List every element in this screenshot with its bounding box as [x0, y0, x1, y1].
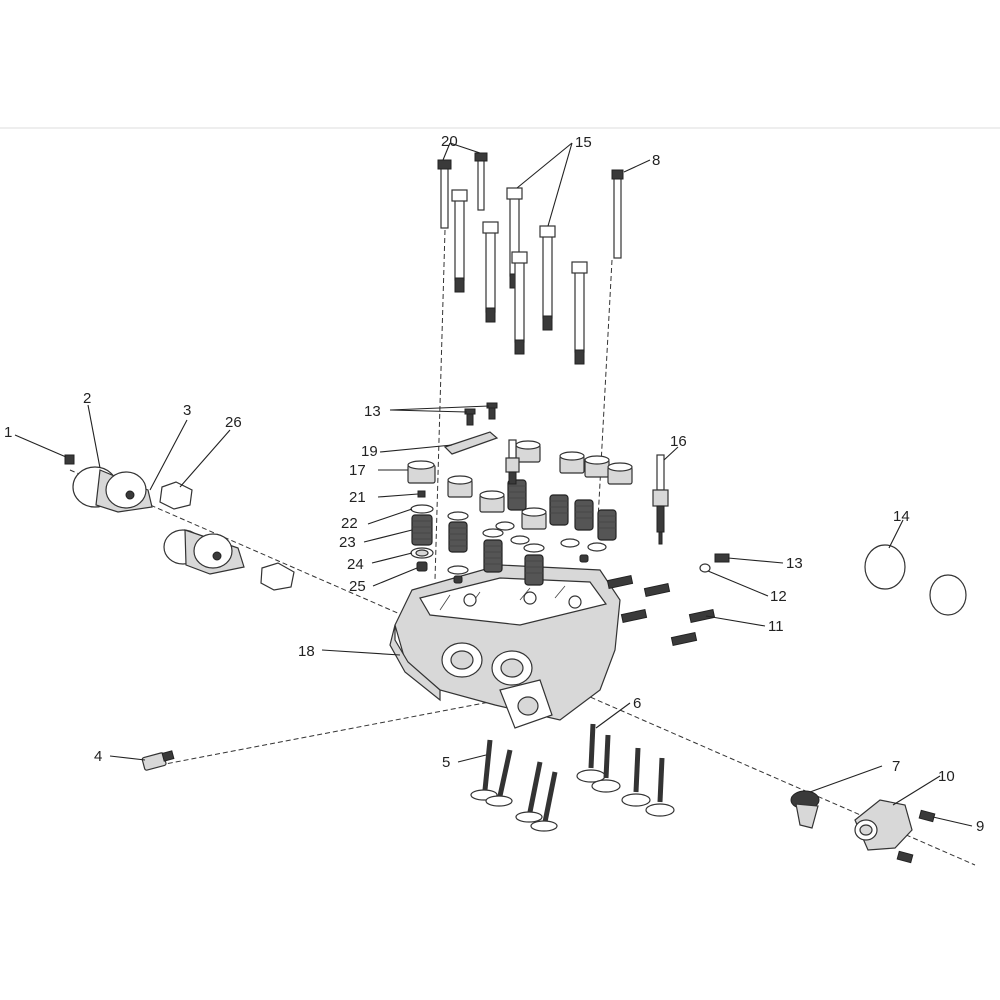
washer-12: [699, 563, 711, 573]
callout-23: 23: [339, 534, 356, 551]
flange-b: [163, 529, 245, 575]
tappet-e: [559, 451, 585, 474]
spring-f: [549, 494, 569, 526]
callout-10: 10: [938, 768, 955, 785]
bolt-5: [511, 251, 528, 355]
intake-valve-1: [470, 739, 498, 801]
callout-6: 6: [633, 695, 641, 712]
callout-21: 21: [349, 489, 366, 506]
callout-17: 17: [349, 462, 366, 479]
spring-23: [411, 514, 433, 546]
callout-20: 20: [441, 133, 458, 150]
bolt-1: [64, 454, 75, 465]
bolt-13: [714, 553, 730, 563]
callout-26: 26: [225, 414, 242, 431]
callout-19: 19: [361, 443, 378, 460]
exhaust-valve-4: [645, 757, 675, 817]
bolt-20a: [437, 159, 452, 229]
bolt-8: [611, 169, 624, 259]
keeper-21: [417, 490, 426, 498]
spark-plug-a: [505, 439, 520, 485]
callout-7: 7: [892, 758, 900, 775]
tappet-f: [584, 455, 610, 478]
callout-24: 24: [347, 556, 364, 573]
tappet-c: [521, 507, 547, 530]
spring-b: [448, 521, 468, 553]
exhaust-valve-3: [621, 747, 651, 807]
callout-4: 4: [94, 748, 102, 765]
cylinder-head: [389, 564, 621, 729]
spark-plug-16: [652, 454, 669, 545]
intake-valve-2: [485, 749, 513, 807]
valve-train: [407, 440, 633, 586]
spring-g: [574, 499, 594, 531]
exhaust-valve-2: [591, 734, 621, 793]
callout-9: 9: [976, 818, 984, 835]
callout-22: 22: [341, 515, 358, 532]
spark-plugs: [505, 439, 669, 545]
intake-valve-3: [515, 761, 543, 823]
bolt-3: [482, 221, 499, 323]
bolt-20b: [474, 152, 488, 211]
callout-15: 15: [575, 134, 592, 151]
callout-1: 1: [4, 424, 12, 441]
exhaust-valve-1: [576, 723, 606, 783]
bolt-4: [539, 225, 556, 331]
callout-3: 3: [183, 402, 191, 419]
bracket-19: [443, 402, 499, 455]
tappet-a: [447, 475, 473, 498]
valves: [470, 723, 675, 832]
tappet-17: [407, 460, 436, 484]
tappet-b: [479, 490, 505, 513]
leader-lines: [14, 142, 973, 827]
tappet-g: [607, 462, 633, 485]
callout-18: 18: [298, 643, 315, 660]
callout-2: 2: [83, 390, 91, 407]
thermostat-assembly: [790, 790, 936, 864]
callout-13-top: 13: [364, 403, 381, 420]
spring-c: [483, 539, 503, 573]
callout-labels: 1 2 3 4 5 6 7 8 9 10 11 12 13 13 14 15 1…: [4, 133, 984, 835]
bolt-6: [571, 261, 588, 365]
o-ring-26: [159, 481, 193, 510]
exhaust-gaskets: [864, 544, 967, 616]
exhaust-studs: [606, 553, 730, 647]
callout-13-right: 13: [786, 555, 803, 572]
callout-25: 25: [349, 578, 366, 595]
callout-14: 14: [893, 508, 910, 525]
retainer-22: [410, 504, 434, 514]
temperature-sensor: [141, 750, 175, 771]
callout-11: 11: [768, 618, 784, 635]
seal-25: [416, 561, 428, 572]
spring-d: [524, 554, 544, 586]
spring-h: [597, 509, 617, 541]
callout-5: 5: [442, 754, 450, 771]
intake-valve-4: [530, 771, 558, 832]
spring-e: [507, 479, 527, 511]
callout-8: 8: [652, 152, 660, 169]
bolt-1: [451, 189, 468, 293]
intake-flanges: [64, 454, 295, 591]
callout-16: 16: [670, 433, 687, 450]
flange-2: [72, 466, 153, 513]
callout-12: 12: [770, 588, 787, 605]
head-bolts: [437, 152, 624, 365]
